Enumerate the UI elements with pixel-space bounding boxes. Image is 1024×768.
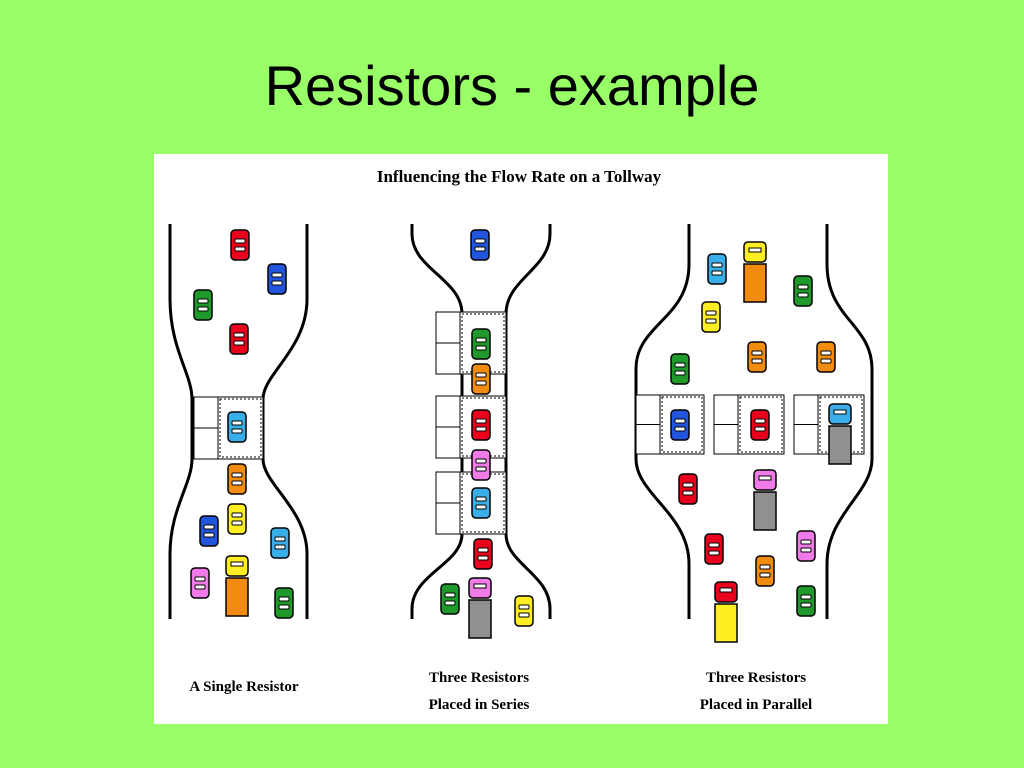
car-26 bbox=[816, 341, 836, 373]
car-28 bbox=[750, 409, 770, 441]
car-20 bbox=[514, 595, 534, 627]
car-21 bbox=[707, 253, 727, 285]
truck-1 bbox=[743, 241, 767, 303]
parallel-road-right-edge bbox=[825, 224, 874, 619]
car-27 bbox=[670, 409, 690, 441]
car-23 bbox=[701, 301, 721, 333]
parallel-road-left-edge bbox=[634, 224, 691, 619]
car-15 bbox=[471, 409, 491, 441]
car-9 bbox=[270, 527, 290, 559]
car-7 bbox=[227, 503, 247, 535]
car-8 bbox=[199, 515, 219, 547]
car-1 bbox=[230, 229, 250, 261]
truck-6 bbox=[714, 581, 738, 643]
diagram-title: Influencing the Flow Rate on a Tollway bbox=[377, 167, 662, 186]
caption-parallel-line2: Placed in Parallel bbox=[700, 697, 812, 713]
car-25 bbox=[747, 341, 767, 373]
car-31 bbox=[755, 555, 775, 587]
cars bbox=[190, 229, 852, 643]
toll-booth-series-2 bbox=[435, 395, 507, 459]
caption-series-line1: Three Resistors bbox=[429, 670, 529, 686]
car-33 bbox=[796, 585, 816, 617]
truck-5 bbox=[753, 469, 777, 531]
caption-series-line2: Placed in Series bbox=[429, 697, 530, 713]
car-11 bbox=[274, 587, 294, 619]
car-5 bbox=[227, 411, 247, 443]
car-2 bbox=[267, 263, 287, 295]
toll-booth-parallel-2 bbox=[713, 394, 785, 455]
car-10 bbox=[190, 567, 210, 599]
single-road-left-edge bbox=[168, 224, 194, 619]
car-30 bbox=[704, 533, 724, 565]
car-12 bbox=[470, 229, 490, 261]
car-16 bbox=[471, 449, 491, 481]
toll-booth-series-3 bbox=[435, 471, 507, 535]
car-3 bbox=[193, 289, 213, 321]
caption-parallel-line1: Three Resistors bbox=[706, 670, 806, 686]
toll-booth-parallel-1 bbox=[635, 394, 705, 455]
toll-booth-series-1 bbox=[435, 311, 507, 375]
truck-2 bbox=[225, 555, 249, 617]
car-14 bbox=[471, 363, 491, 395]
car-32 bbox=[796, 530, 816, 562]
slide-title: Resistors - example bbox=[264, 54, 760, 117]
car-4 bbox=[229, 323, 249, 355]
tollway-diagram: Influencing the Flow Rate on a Tollway A… bbox=[154, 154, 888, 724]
caption-single-resistor: A Single Resistor bbox=[189, 679, 299, 695]
car-13 bbox=[471, 328, 491, 360]
series-road-right-edge bbox=[504, 224, 552, 619]
car-6 bbox=[227, 463, 247, 495]
toll-booths bbox=[193, 311, 865, 535]
car-17 bbox=[471, 487, 491, 519]
toll-booth-single bbox=[193, 396, 264, 460]
truck-3 bbox=[468, 577, 492, 639]
car-29 bbox=[678, 473, 698, 505]
car-22 bbox=[793, 275, 813, 307]
truck-4 bbox=[828, 403, 852, 465]
car-19 bbox=[440, 583, 460, 615]
car-24 bbox=[670, 353, 690, 385]
car-18 bbox=[473, 538, 493, 570]
